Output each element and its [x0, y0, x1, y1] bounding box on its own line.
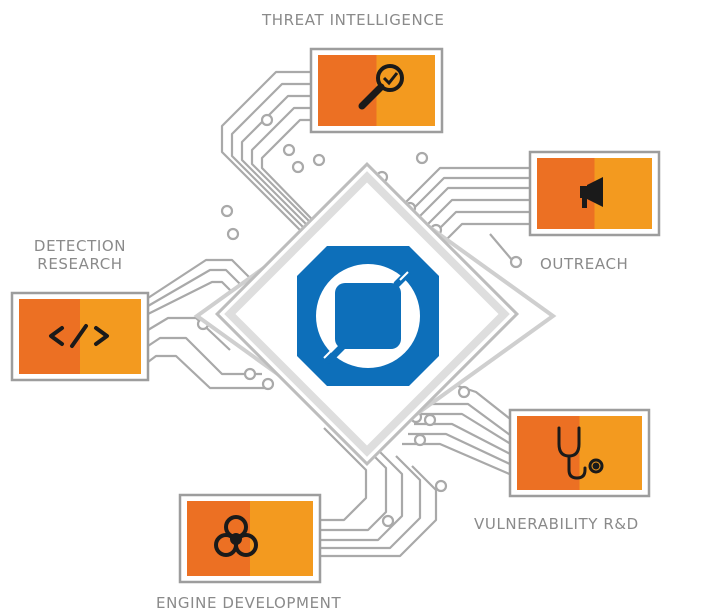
- magnifier-check-icon: [358, 64, 404, 110]
- megaphone-icon: [580, 177, 603, 208]
- label-engine-development: ENGINE DEVELOPMENT: [156, 594, 342, 612]
- label-threat-intelligence: THREAT INTELLIGENCE: [262, 11, 445, 29]
- biohazard-icon: [214, 515, 258, 557]
- label-outreach: OUTREACH: [540, 255, 629, 273]
- code-brackets-icon: [49, 324, 109, 348]
- label-detection-line1: DETECTION: [33, 237, 127, 255]
- label-detection-research: DETECTION RESEARCH: [21, 237, 139, 273]
- label-vulnerability-rd: VULNERABILITY R&D: [474, 515, 639, 533]
- module-detection-research: [10, 291, 150, 382]
- module-threat-intelligence: [309, 47, 444, 134]
- module-outreach: [528, 150, 661, 237]
- label-detection-line2: RESEARCH: [37, 255, 123, 273]
- stethoscope-icon: [557, 426, 604, 480]
- module-vulnerability-rd: [508, 408, 651, 498]
- center-emblem-icon: [297, 246, 439, 386]
- module-engine-development: [178, 493, 322, 584]
